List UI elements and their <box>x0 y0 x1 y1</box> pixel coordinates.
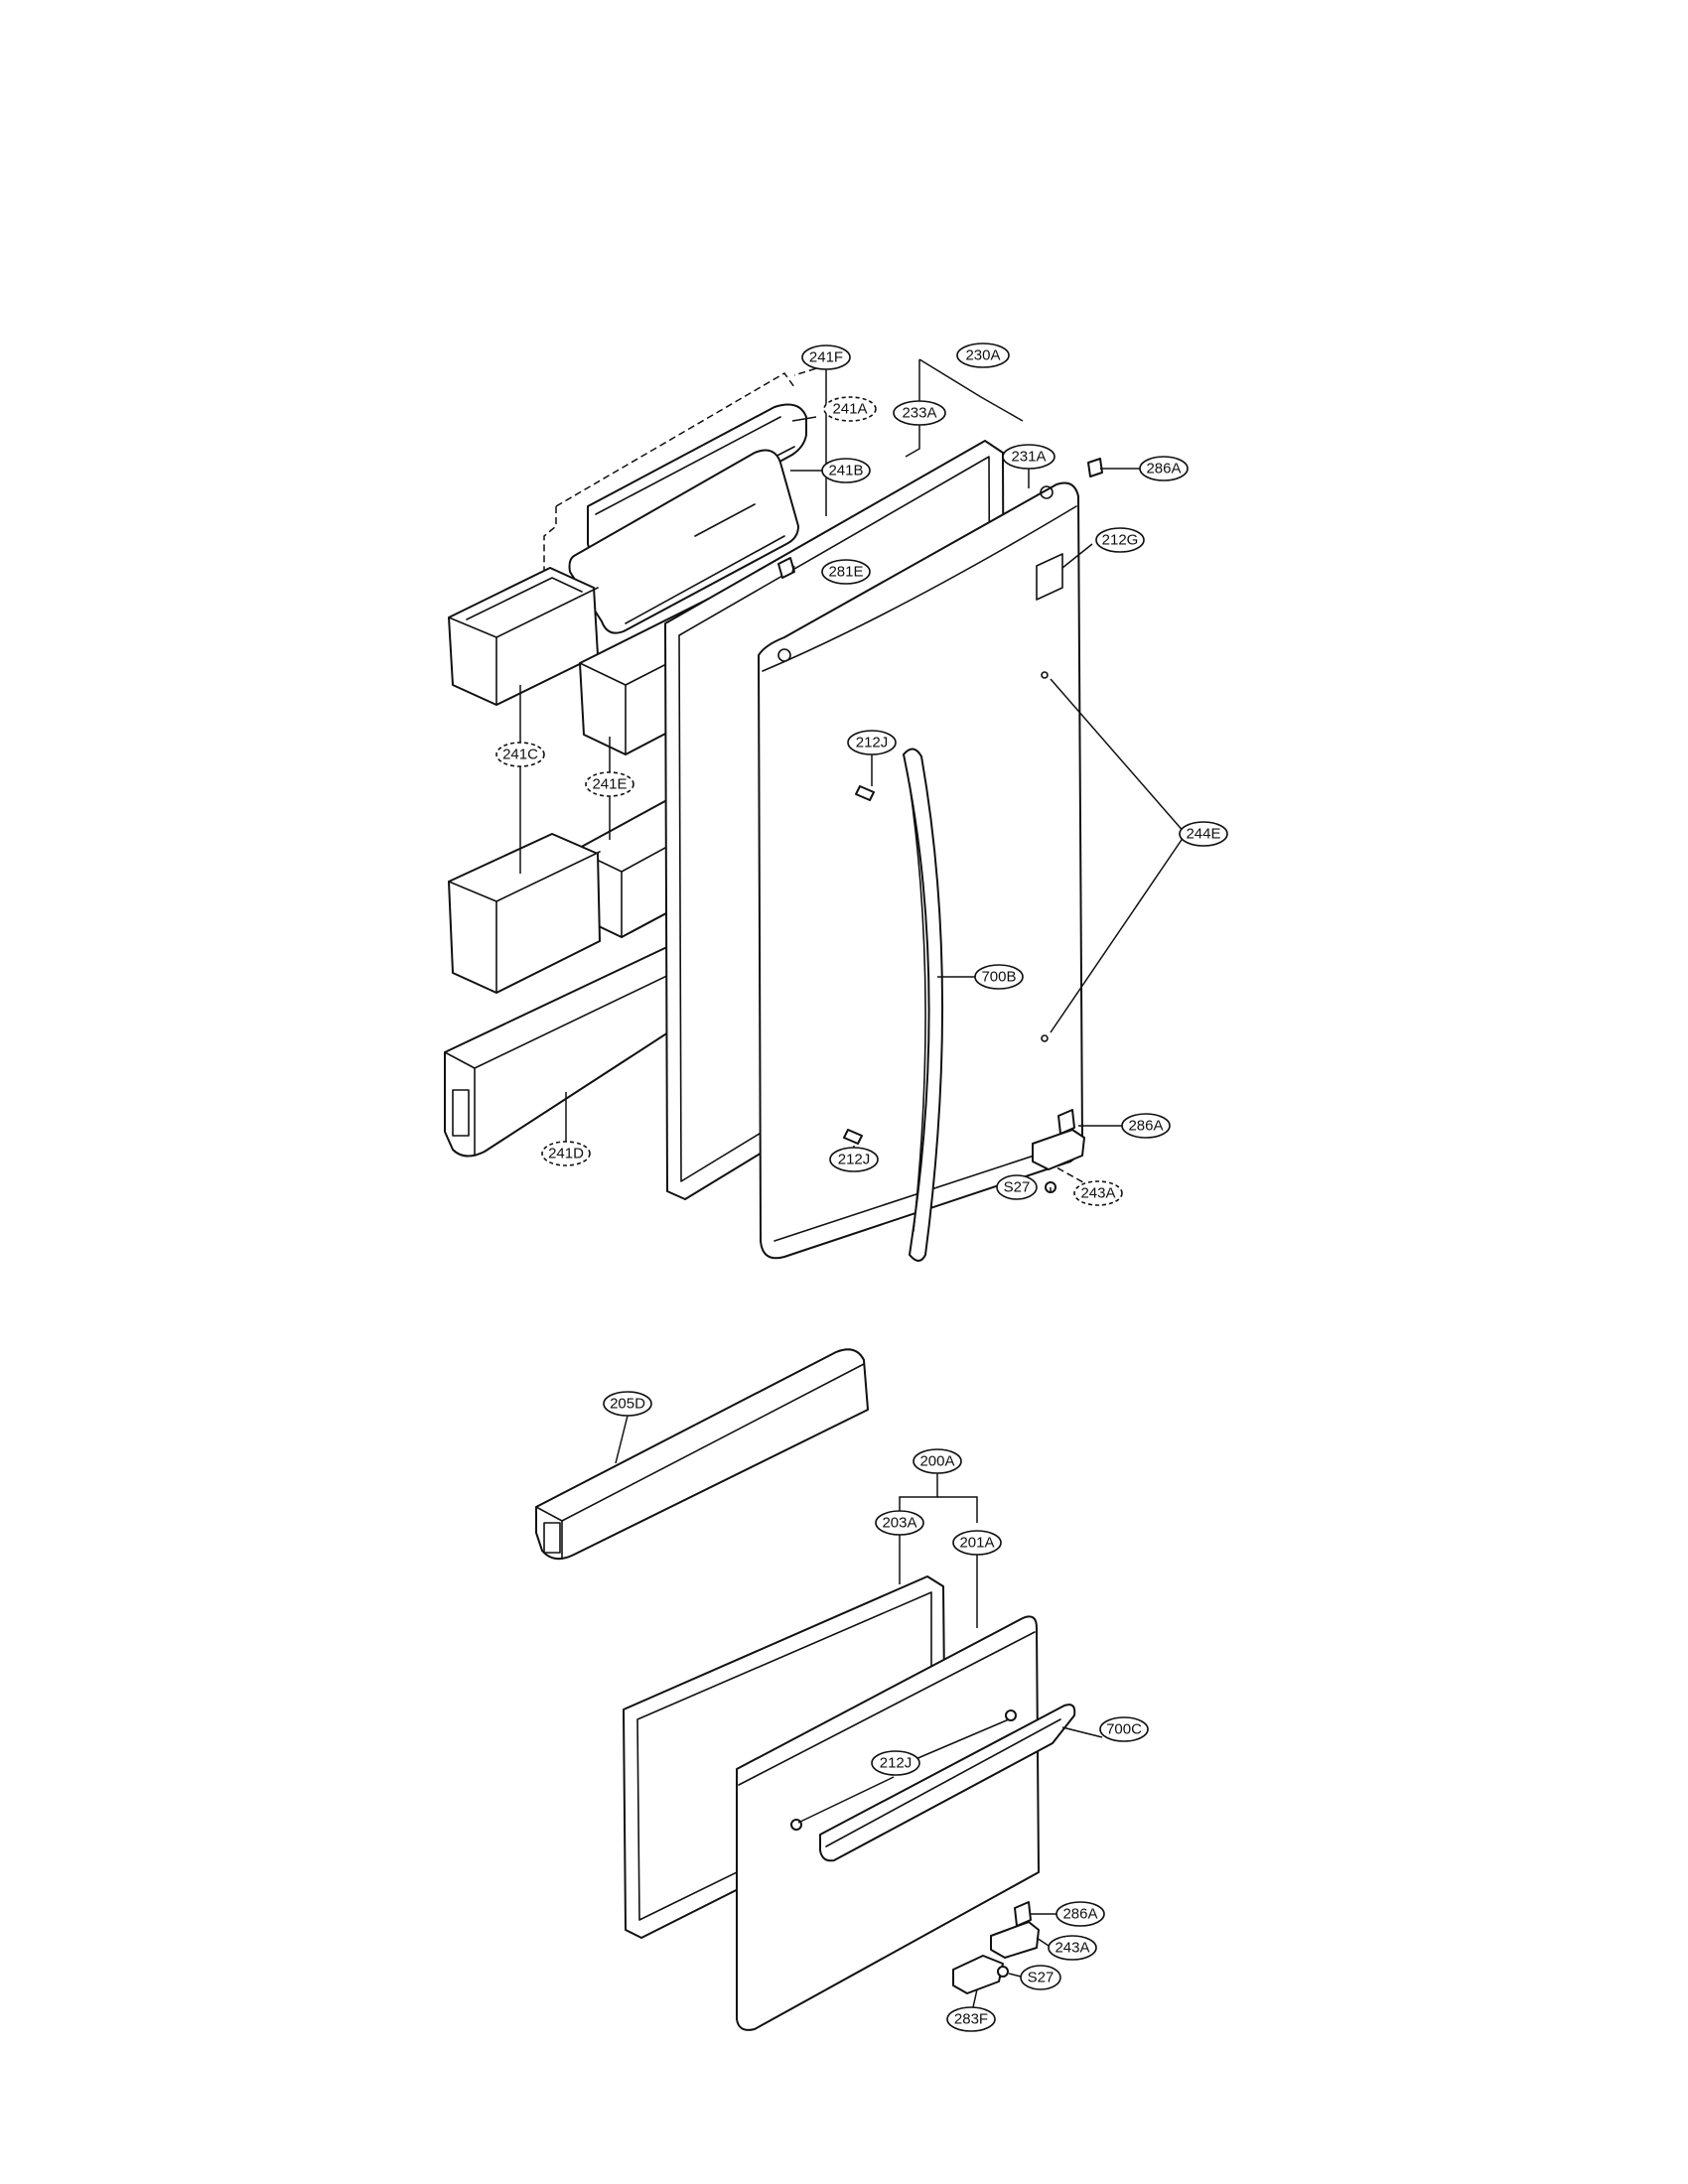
drawer-handle-700c <box>819 1704 1076 1862</box>
callout-243a-bottom: 243A <box>1048 1935 1097 1961</box>
callout-label-241e: 241E <box>592 776 627 793</box>
callout-label-243a-bottom: 243A <box>1055 1940 1089 1957</box>
callout-label-281e: 281E <box>828 564 863 581</box>
callout-label-205d: 205D <box>610 1396 645 1413</box>
bracket-283f <box>952 1955 1004 1994</box>
callout-212j-lower: 212J <box>829 1147 879 1172</box>
callout-label-s27-bottom: S27 <box>1028 1970 1055 1986</box>
callout-label-203a: 203A <box>882 1515 916 1532</box>
callout-200a: 200A <box>913 1448 962 1474</box>
callout-label-212j-lower: 212J <box>838 1152 871 1168</box>
callout-241b: 241B <box>821 458 871 483</box>
callout-label-700b: 700B <box>981 969 1016 986</box>
callout-201a: 201A <box>952 1530 1002 1556</box>
screw-212j-lower <box>843 1129 863 1145</box>
screw-s27-lower <box>997 1966 1009 1978</box>
door-bin-241b <box>568 449 799 634</box>
callout-286a-top: 286A <box>1139 456 1189 481</box>
callout-283f: 283F <box>946 2006 996 2032</box>
callout-label-283f: 283F <box>954 2011 988 2028</box>
callout-212j-bottom: 212J <box>871 1750 920 1776</box>
callout-231a: 231A <box>1002 444 1055 470</box>
door-bin-205d <box>535 1348 869 1561</box>
callout-286a-mid: 286A <box>1121 1113 1171 1139</box>
callout-label-286a-top: 286A <box>1146 461 1181 478</box>
callout-241e: 241E <box>585 771 634 797</box>
callout-label-243a-upper: 243A <box>1080 1185 1115 1202</box>
callout-label-230a: 230A <box>965 347 1000 364</box>
callout-label-286a-bottom: 286A <box>1062 1906 1097 1923</box>
callout-205d: 205D <box>603 1391 652 1417</box>
callout-label-212j-bottom: 212J <box>880 1755 913 1772</box>
screw-212j-upper <box>855 785 875 801</box>
callout-label-233a: 233A <box>902 405 936 422</box>
callout-label-241d: 241D <box>548 1146 584 1162</box>
callout-label-241c: 241C <box>502 747 538 763</box>
callout-s27-upper: S27 <box>996 1174 1038 1200</box>
callout-label-286a-mid: 286A <box>1128 1118 1163 1135</box>
callout-label-212j-upper: 212J <box>856 735 889 751</box>
callout-label-241b: 241B <box>828 463 863 479</box>
callout-label-s27-upper: S27 <box>1004 1179 1031 1196</box>
callout-700c: 700C <box>1099 1716 1149 1742</box>
callout-286a-bottom: 286A <box>1055 1901 1105 1927</box>
callout-label-241a: 241A <box>832 401 867 418</box>
hinge-243a-upper <box>1032 1109 1085 1170</box>
callout-700b: 700B <box>974 964 1024 990</box>
callout-label-201a: 201A <box>959 1535 994 1552</box>
door-bin-241c-lower <box>448 833 601 994</box>
callout-label-244e: 244E <box>1186 826 1220 843</box>
callout-s27-bottom: S27 <box>1020 1965 1061 1990</box>
door-handle-700b <box>903 748 944 1262</box>
callout-label-231a: 231A <box>1011 449 1046 466</box>
callout-241c: 241C <box>495 742 545 767</box>
screw-212j-right <box>1005 1709 1017 1721</box>
callout-label-241f: 241F <box>809 349 843 366</box>
callout-241d: 241D <box>541 1141 591 1166</box>
callout-212g: 212G <box>1095 527 1145 553</box>
cap-281e <box>777 557 795 579</box>
cap-286a-top <box>1087 458 1103 478</box>
callout-244e: 244E <box>1179 821 1228 847</box>
callout-label-200a: 200A <box>919 1453 954 1470</box>
hinge-243a-lower <box>990 1901 1040 1959</box>
callout-233a: 233A <box>893 400 946 426</box>
callout-241f: 241F <box>801 344 851 370</box>
leader-lines <box>519 358 1187 2008</box>
callout-243a-upper: 243A <box>1073 1180 1123 1206</box>
callout-label-700c: 700C <box>1106 1721 1142 1738</box>
callout-212j-upper: 212J <box>847 730 897 755</box>
callout-241a: 241A <box>823 396 877 422</box>
callout-203a: 203A <box>875 1510 924 1536</box>
callout-label-212g: 212G <box>1102 532 1139 549</box>
callout-230a: 230A <box>956 342 1010 368</box>
door-bin-241c-upper <box>448 567 599 706</box>
callout-281e: 281E <box>821 559 871 585</box>
